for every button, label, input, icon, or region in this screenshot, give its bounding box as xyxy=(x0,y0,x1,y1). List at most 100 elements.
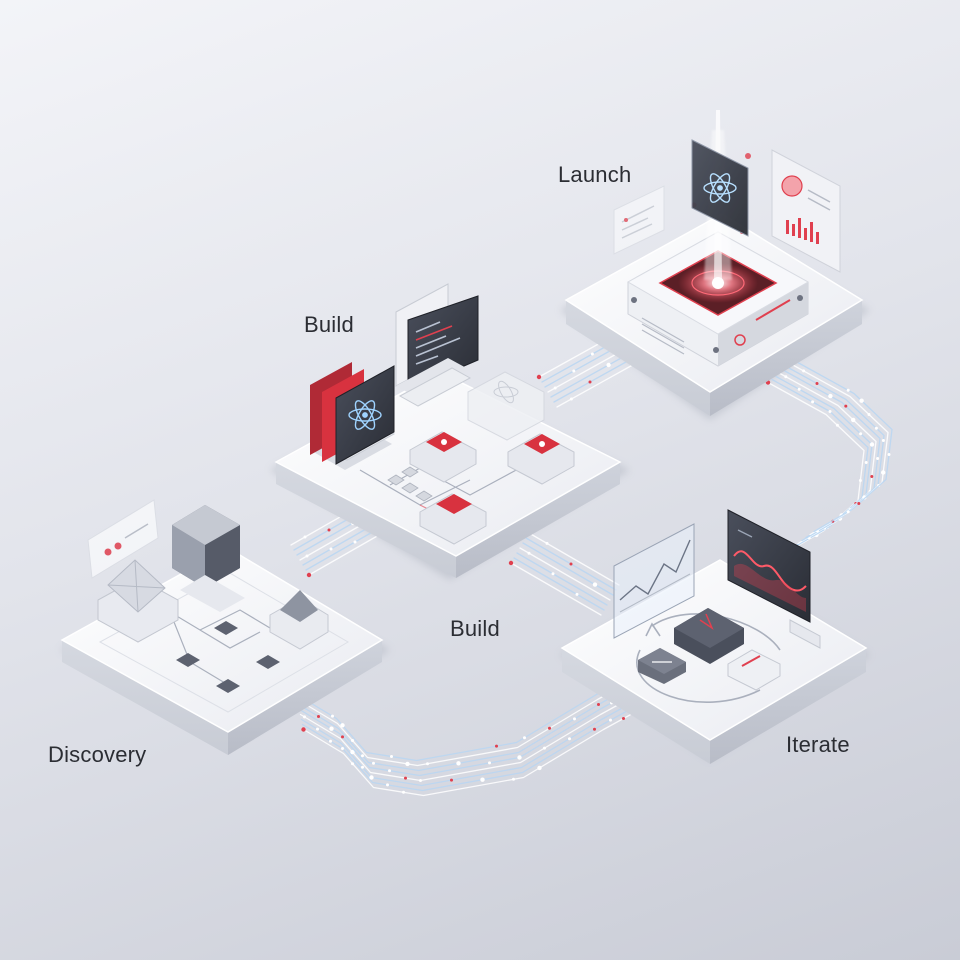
stream-spark xyxy=(390,755,393,758)
stream-spark xyxy=(858,479,862,482)
chip-block xyxy=(419,493,487,545)
stream-spark xyxy=(846,388,850,392)
stream-line xyxy=(302,706,645,797)
stream-line xyxy=(298,686,641,777)
stream-spark xyxy=(553,386,557,390)
stream-spark xyxy=(404,776,407,780)
stream-spark xyxy=(316,727,319,731)
stream-spark xyxy=(551,572,555,576)
stream-spark xyxy=(592,582,598,587)
stream-spark xyxy=(301,727,306,732)
stream-spark xyxy=(405,761,410,767)
stream-spark xyxy=(351,762,354,766)
control-block xyxy=(727,649,781,691)
react-atom-icon xyxy=(467,371,545,441)
stage-label-discovery: Discovery xyxy=(48,742,147,767)
stream-spark xyxy=(350,749,355,755)
launch-console xyxy=(626,231,810,367)
stream-spark xyxy=(828,393,833,399)
stream-spark xyxy=(874,426,878,430)
gear-icon xyxy=(409,431,477,483)
stream-spark xyxy=(327,528,331,532)
stream-spark xyxy=(876,457,880,460)
stream-spark xyxy=(523,736,526,740)
prism-icon xyxy=(269,590,329,650)
stream-spark xyxy=(869,442,875,447)
stream-spark xyxy=(353,540,357,544)
chip xyxy=(387,466,433,502)
stream-spark xyxy=(303,535,307,539)
stream-spark xyxy=(331,714,334,718)
gem-icon xyxy=(97,559,179,643)
stream-spark xyxy=(329,547,333,551)
stream-line xyxy=(519,547,611,601)
stream-spark xyxy=(329,739,332,743)
stream-spark xyxy=(597,703,600,706)
stream-line xyxy=(516,552,608,606)
stream-spark xyxy=(361,754,364,758)
dashboard-panel xyxy=(771,149,841,273)
stage-label-build: Build xyxy=(304,312,354,337)
stream-spark xyxy=(305,554,309,558)
discovery-tile xyxy=(60,499,384,755)
stream-spark xyxy=(341,747,344,750)
stream-line xyxy=(775,375,873,548)
stream-spark xyxy=(329,726,334,731)
wave-chart-screen xyxy=(727,509,821,649)
stream-line xyxy=(305,529,377,571)
stream-spark xyxy=(797,387,801,391)
stream-spark xyxy=(867,413,871,416)
stream-spark xyxy=(419,779,422,782)
stream-line xyxy=(767,381,865,554)
stream-spark xyxy=(317,715,320,718)
stream-spark xyxy=(402,790,405,794)
stream-spark xyxy=(835,423,839,427)
stage-label-build-secondary: Build xyxy=(450,616,500,641)
react-atom-icon xyxy=(348,400,382,430)
stream-spark xyxy=(590,352,594,356)
stream-spark xyxy=(575,592,579,596)
stream-spark xyxy=(844,404,848,408)
stream-spark xyxy=(548,726,551,730)
stream-spark xyxy=(588,380,592,384)
react-atom-icon xyxy=(691,139,749,237)
control-block xyxy=(638,648,686,684)
stream-spark xyxy=(340,723,345,728)
stream-spark xyxy=(859,398,864,403)
stream-spark xyxy=(386,783,389,787)
launch-tile xyxy=(564,110,864,416)
stream-line xyxy=(771,378,869,551)
stream-spark xyxy=(609,718,612,722)
stream-line xyxy=(301,701,644,792)
stream-spark xyxy=(815,382,819,385)
floating-card xyxy=(613,185,665,255)
stream-spark xyxy=(857,502,861,505)
stream-line xyxy=(787,366,885,539)
control-block xyxy=(674,608,744,664)
stream-spark xyxy=(543,746,546,750)
stream-spark xyxy=(569,562,573,566)
chip xyxy=(176,621,280,693)
stream-line xyxy=(522,542,614,596)
stream-spark xyxy=(828,410,832,413)
stream-spark xyxy=(341,735,344,739)
stream-spark xyxy=(303,715,306,719)
react-screen-stack xyxy=(310,362,396,470)
stream-spark xyxy=(573,717,576,721)
stream-spark xyxy=(569,397,573,401)
stream-spark xyxy=(527,551,531,555)
stream-spark xyxy=(784,375,788,379)
stream-line xyxy=(528,532,620,586)
stream-spark xyxy=(536,374,542,380)
stream-spark xyxy=(851,417,856,423)
stream-line xyxy=(295,671,638,762)
code-screen xyxy=(395,283,479,407)
stream-spark xyxy=(426,762,429,766)
stream-line xyxy=(513,557,605,611)
stream-spark xyxy=(351,739,354,742)
stream-line xyxy=(510,562,602,616)
stream-spark xyxy=(456,761,461,766)
stream-spark xyxy=(372,761,375,765)
stream-line xyxy=(308,534,380,576)
